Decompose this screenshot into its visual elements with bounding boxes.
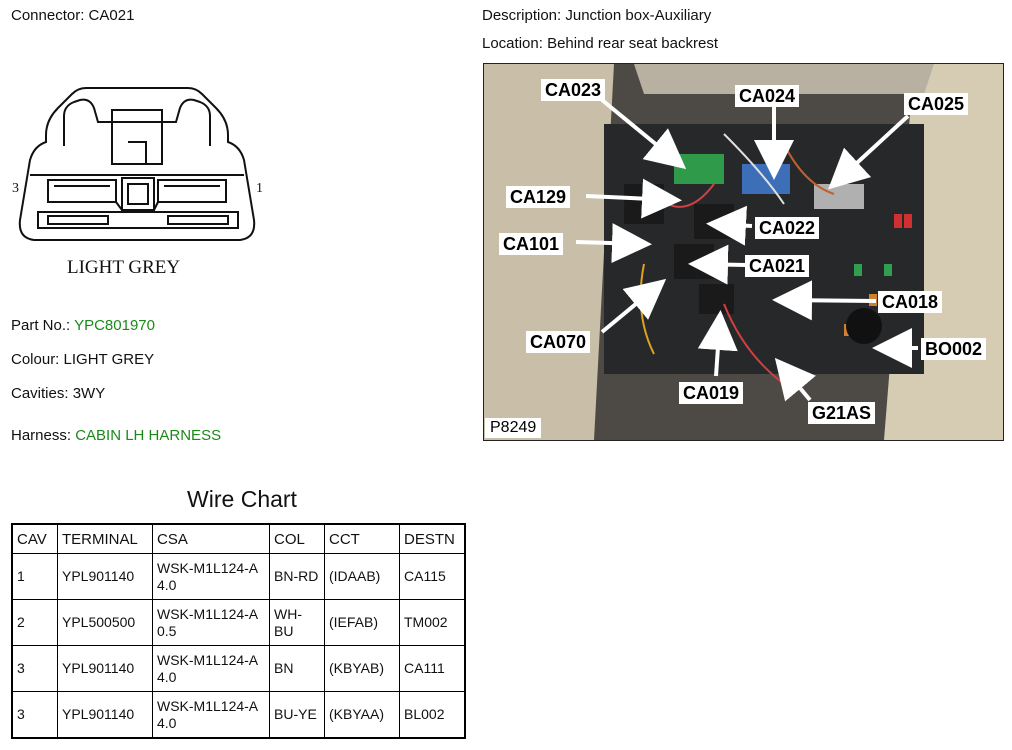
cell-csa: WSK-M1L124-A 4.0 bbox=[152, 691, 270, 739]
cell-cct: (KBYAA) bbox=[324, 691, 400, 739]
callout-ca129: CA129 bbox=[506, 186, 571, 208]
harness-line: Harness: CABIN LH HARNESS bbox=[11, 427, 221, 444]
cell-csa: WSK-M1L124-A 0.5 bbox=[152, 599, 270, 646]
col-header-csa: CSA bbox=[152, 523, 270, 554]
cell-cav: 1 bbox=[11, 553, 58, 600]
cell-cct: (KBYAB) bbox=[324, 645, 400, 692]
cell-csa: WSK-M1L124-A 4.0 bbox=[152, 553, 270, 600]
colour-label: Colour: bbox=[11, 351, 60, 368]
cell-terminal: YPL901140 bbox=[57, 691, 153, 739]
col-header-cct: CCT bbox=[324, 523, 400, 554]
cell-cct: (IEFAB) bbox=[324, 599, 400, 646]
wire-chart-title: Wire Chart bbox=[187, 486, 297, 512]
cell-col: BN bbox=[269, 645, 325, 692]
drawing-colour-caption: LIGHT GREY bbox=[67, 257, 180, 278]
description-label: Description: bbox=[482, 7, 562, 24]
cell-col: BU-YE bbox=[269, 691, 325, 739]
location-value: Behind rear seat backrest bbox=[547, 35, 718, 52]
col-header-destn: DESTN bbox=[399, 523, 466, 554]
part-no-value: YPC801970 bbox=[74, 317, 155, 334]
junction-box-photo: CA023 CA024 CA025 CA129 CA022 CA101 CA02… bbox=[483, 63, 1004, 441]
cell-terminal: YPL901140 bbox=[57, 553, 153, 600]
table-row: 2 YPL500500 WSK-M1L124-A 0.5 WH-BU (IEFA… bbox=[11, 599, 466, 646]
harness-value: CABIN LH HARNESS bbox=[75, 427, 222, 444]
colour-value: LIGHT GREY bbox=[63, 351, 155, 368]
callout-ca070: CA070 bbox=[526, 331, 591, 353]
callout-ca021: CA021 bbox=[745, 255, 810, 277]
photo-id-label: P8249 bbox=[485, 418, 542, 438]
cavity-3-label: 3 bbox=[12, 181, 19, 196]
description-value: Junction box-Auxiliary bbox=[565, 7, 712, 24]
callout-ca018: CA018 bbox=[878, 291, 943, 313]
cavities-label: Cavities: bbox=[11, 385, 69, 402]
cavity-1-label: 1 bbox=[256, 181, 263, 196]
cell-destn: BL002 bbox=[399, 691, 466, 739]
cell-cav: 2 bbox=[11, 599, 58, 646]
cell-cct: (IDAAB) bbox=[324, 553, 400, 600]
col-header-col: COL bbox=[269, 523, 325, 554]
harness-label: Harness: bbox=[11, 427, 72, 444]
col-header-terminal: TERMINAL bbox=[57, 523, 153, 554]
table-row: 1 YPL901140 WSK-M1L124-A 4.0 BN-RD (IDAA… bbox=[11, 553, 466, 600]
connector-face-drawing: 3 1 LIGHT GREY bbox=[12, 87, 263, 278]
location-line: Location: Behind rear seat backrest bbox=[482, 35, 718, 52]
part-no-line: Part No.: YPC801970 bbox=[11, 317, 155, 334]
cell-terminal: YPL901140 bbox=[57, 645, 153, 692]
part-no-label: Part No.: bbox=[11, 317, 71, 334]
cavities-value: 3WY bbox=[72, 385, 106, 402]
cell-destn: TM002 bbox=[399, 599, 466, 646]
cavities-line: Cavities: 3WY bbox=[11, 385, 105, 402]
cell-destn: CA111 bbox=[399, 645, 466, 692]
cell-col: WH-BU bbox=[269, 599, 325, 646]
wire-chart-table: CAV TERMINAL CSA COL CCT DESTN 1 YPL9011… bbox=[11, 523, 466, 739]
colour-line: Colour: LIGHT GREY bbox=[11, 351, 154, 368]
callout-ca024: CA024 bbox=[735, 85, 800, 107]
cell-cav: 3 bbox=[11, 645, 58, 692]
wire-chart-header-row: CAV TERMINAL CSA COL CCT DESTN bbox=[11, 523, 466, 554]
cell-csa: WSK-M1L124-A 4.0 bbox=[152, 645, 270, 692]
callout-ca022: CA022 bbox=[755, 217, 820, 239]
cell-destn: CA115 bbox=[399, 553, 466, 600]
callout-ca023: CA023 bbox=[541, 79, 606, 101]
description-line: Description: Junction box-Auxiliary bbox=[482, 7, 711, 24]
callout-g21as: G21AS bbox=[808, 402, 876, 424]
callout-ca025: CA025 bbox=[904, 93, 969, 115]
callout-ca101: CA101 bbox=[499, 233, 564, 255]
location-label: Location: bbox=[482, 35, 543, 52]
connector-label: Connector: bbox=[11, 7, 85, 24]
table-row: 3 YPL901140 WSK-M1L124-A 4.0 BN (KBYAB) … bbox=[11, 645, 466, 692]
connector-heading: Connector: CA021 bbox=[11, 7, 134, 24]
cell-col: BN-RD bbox=[269, 553, 325, 600]
col-header-cav: CAV bbox=[11, 523, 58, 554]
cell-terminal: YPL500500 bbox=[57, 599, 153, 646]
callout-bo002: BO002 bbox=[921, 338, 987, 360]
cell-cav: 3 bbox=[11, 691, 58, 739]
connector-id: CA021 bbox=[88, 7, 135, 24]
table-row: 3 YPL901140 WSK-M1L124-A 4.0 BU-YE (KBYA… bbox=[11, 691, 466, 739]
callout-arrows bbox=[575, 98, 918, 402]
callout-ca019: CA019 bbox=[679, 382, 744, 404]
